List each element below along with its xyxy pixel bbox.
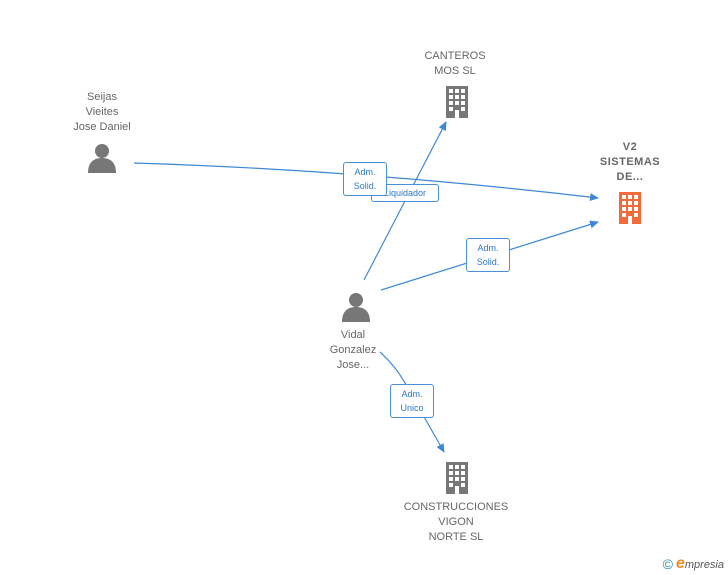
copyright-icon: ©: [662, 556, 673, 572]
edge-label-adm-unico: Adm. Unico: [390, 384, 434, 418]
person-icon[interactable]: [88, 144, 116, 173]
brand-logo-text: mpresia: [684, 559, 724, 571]
brand-logo-initial: e: [675, 555, 685, 572]
edge-label-liquidador: Liquidador: [371, 184, 439, 202]
footer-brand: © empresia: [663, 555, 724, 573]
building-icon[interactable]: [619, 192, 641, 224]
node-label-canteros[interactable]: CANTEROS MOS SL: [424, 50, 486, 77]
node-label-seijas[interactable]: Seijas Vieites Jose Daniel: [73, 91, 131, 133]
person-icon[interactable]: [342, 293, 370, 322]
node-label-construcciones[interactable]: CONSTRUCCIONES VIGON NORTE SL: [403, 501, 509, 543]
node-label-vidal[interactable]: Vidal Gonzalez Jose...: [329, 329, 377, 371]
edge-label-adm-solid-vidal: Adm. Solid.: [466, 238, 510, 272]
building-icon[interactable]: [446, 462, 468, 494]
building-icon[interactable]: [446, 86, 468, 118]
edge-label-adm-solid-seijas: Adm. Solid.: [343, 162, 387, 196]
node-label-v2[interactable]: V2 SISTEMAS DE...: [599, 141, 661, 183]
